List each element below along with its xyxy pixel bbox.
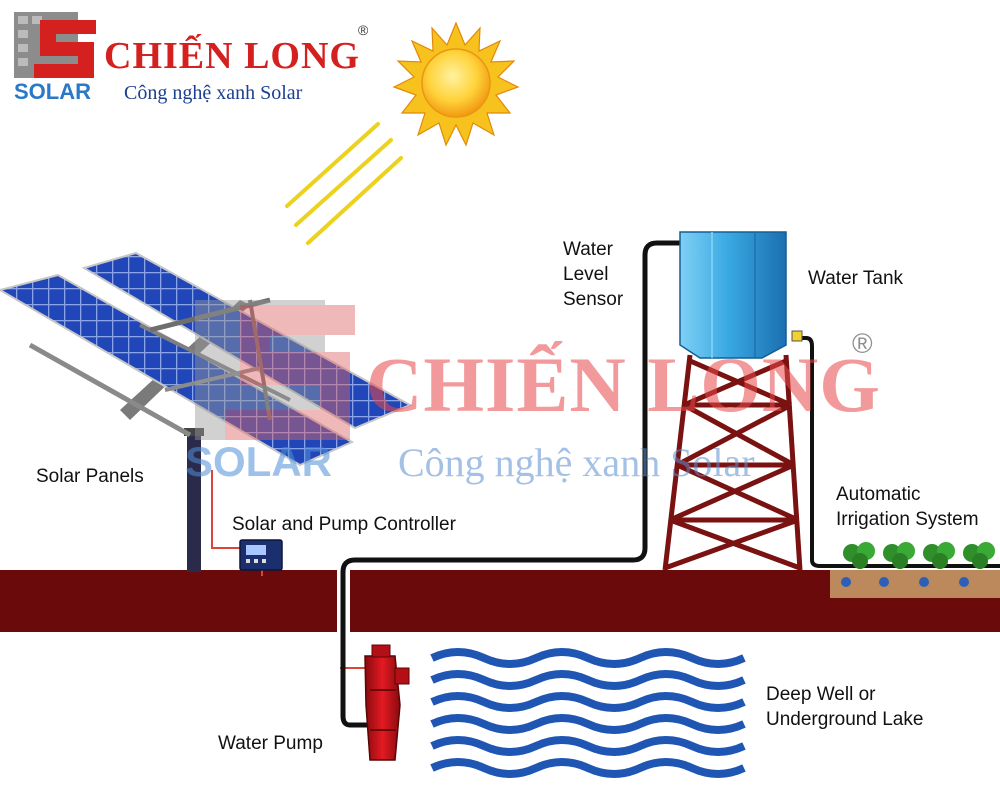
label-deep-well-line1: Deep Well or xyxy=(766,684,876,705)
label-deep-well-line2: Underground Lake xyxy=(766,709,924,730)
watermark-logo-word: SOLAR xyxy=(185,438,332,485)
water-pump xyxy=(364,644,410,761)
label-water-tank: Water Tank xyxy=(808,268,904,289)
sunlight-rays xyxy=(285,122,403,245)
brand-logo-word: SOLAR xyxy=(14,79,91,104)
label-water-level-sensor-line2: Level xyxy=(563,264,609,285)
watermark-logo-icon xyxy=(195,300,355,440)
label-pump-controller: Solar and Pump Controller xyxy=(232,514,456,535)
pump-controller-device xyxy=(239,539,283,571)
label-solar-panels: Solar Panels xyxy=(36,466,144,487)
watermark-name: CHIẾN LONG xyxy=(366,341,881,428)
sun-icon xyxy=(392,21,520,147)
water-pipe xyxy=(340,240,688,728)
watermark-registered-mark: ® xyxy=(852,328,873,359)
label-water-level-sensor-line3: Sensor xyxy=(563,289,624,310)
label-water-pump: Water Pump xyxy=(218,733,323,754)
irrigation-plants xyxy=(830,542,1000,598)
label-irrigation-line2: Irrigation System xyxy=(836,509,979,530)
brand-logo-icon xyxy=(14,12,96,78)
solar-panel-array xyxy=(0,251,413,467)
brand-slogan: Công nghệ xanh Solar xyxy=(124,82,303,104)
water-tower xyxy=(662,354,803,571)
irrigation-pipe xyxy=(796,336,1000,568)
label-irrigation-line1: Automatic xyxy=(836,484,921,505)
water-tank xyxy=(679,231,803,359)
brand-registered-mark: ® xyxy=(358,22,369,38)
underground-water xyxy=(430,648,746,778)
watermark-slogan: Công nghệ xanh Solar xyxy=(398,440,755,485)
label-water-level-sensor-line1: Water xyxy=(563,239,613,260)
brand-name: CHIẾN LONG xyxy=(104,35,360,77)
